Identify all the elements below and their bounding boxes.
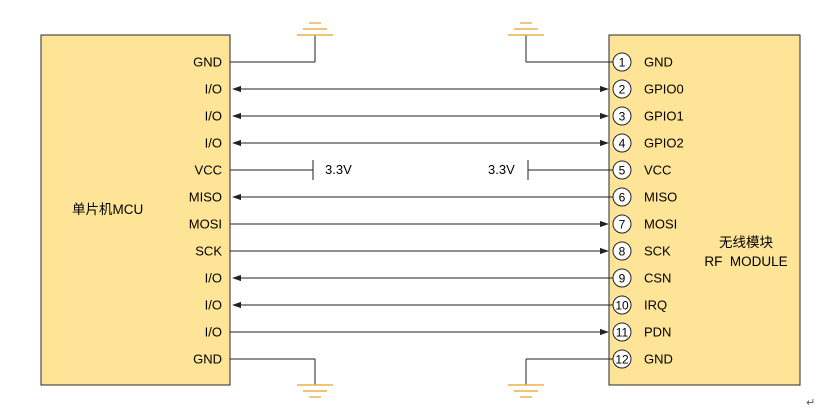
- mcu-pin-label: SCK: [195, 244, 222, 259]
- rf-pin-name: IRQ: [644, 298, 667, 313]
- rf-pin-circle: [612, 241, 632, 261]
- ground-symbols: [297, 22, 544, 398]
- rf-pin-name: MOSI: [644, 217, 677, 232]
- rf-pin-number: 6: [619, 190, 626, 204]
- mcu-vcc-supply-label: 3.3V: [325, 162, 352, 177]
- rf-pin-number: 2: [619, 82, 626, 96]
- rf-pin-name: CSN: [644, 271, 671, 286]
- rf-module-block: [608, 34, 801, 386]
- rf-pin-name: GPIO0: [644, 82, 684, 97]
- rf-pin-number: 11: [616, 325, 629, 339]
- rf-pin-number: 5: [619, 163, 626, 177]
- rf-pin-number: 12: [615, 352, 629, 366]
- ground-icon: [508, 22, 544, 36]
- mcu-pin-label: VCC: [195, 163, 222, 178]
- rf-pin-name: GND: [644, 55, 673, 70]
- rf-pin-name: GPIO1: [644, 109, 684, 124]
- rf-module-label-cn: 无线模块: [719, 235, 773, 250]
- paragraph-mark: ↵: [806, 397, 815, 409]
- rf-pin-circle: [612, 133, 632, 153]
- rf-pin-name: MISO: [644, 190, 677, 205]
- rf-pin-number: 9: [619, 271, 626, 285]
- rf-pin-name: GPIO2: [644, 136, 684, 151]
- rf-pin-number: 8: [619, 244, 626, 258]
- rf-pin-number: 7: [619, 217, 626, 231]
- mcu-pin-label: GND: [193, 352, 222, 367]
- ground-icon: [297, 384, 333, 398]
- rf-pin-circle: [612, 106, 632, 126]
- rf-pin-name: GND: [644, 352, 673, 367]
- mcu-block: [40, 34, 231, 386]
- mcu-pin-label: I/O: [205, 298, 222, 313]
- rf-pin-circle: [612, 79, 632, 99]
- rf-pin-name: VCC: [644, 163, 671, 178]
- rf-pin-number: 10: [615, 298, 629, 312]
- mcu-pin-label: I/O: [205, 271, 222, 286]
- signal-wires: [230, 35, 613, 385]
- ground-wire: [230, 358, 613, 385]
- mcu-pin-label: I/O: [205, 109, 222, 124]
- mcu-pin-label: MOSI: [189, 217, 222, 232]
- mcu-pin-label: I/O: [205, 325, 222, 340]
- rf-pin-number: 1: [619, 55, 626, 69]
- mcu-pin-label: MISO: [189, 190, 222, 205]
- mcu-pin-labels: GND I/O I/O I/O VCC MISO MOSI SCK I/O I/O I/O GND: [189, 55, 223, 367]
- rf-pin-circle: [612, 322, 632, 342]
- ground-icon: [508, 384, 544, 398]
- mcu-pin-label: GND: [193, 55, 222, 70]
- vcc-supply-wires: [230, 160, 613, 180]
- ground-wire: [230, 35, 613, 63]
- ground-icon: [297, 22, 333, 36]
- mcu-pin-label: I/O: [205, 136, 222, 151]
- mcu-pin-label: I/O: [205, 82, 222, 97]
- rf-pin-circle: [612, 214, 632, 234]
- mcu-label: 单片机MCU: [72, 202, 143, 217]
- rf-vcc-supply-label: 3.3V: [488, 162, 515, 177]
- rf-module-label-en: RF MODULE: [704, 254, 787, 269]
- rf-pin-name: SCK: [644, 244, 671, 259]
- rf-pin-number: 3: [619, 109, 626, 123]
- rf-pin-name: PDN: [644, 325, 671, 340]
- rf-pin-number: 4: [619, 136, 626, 150]
